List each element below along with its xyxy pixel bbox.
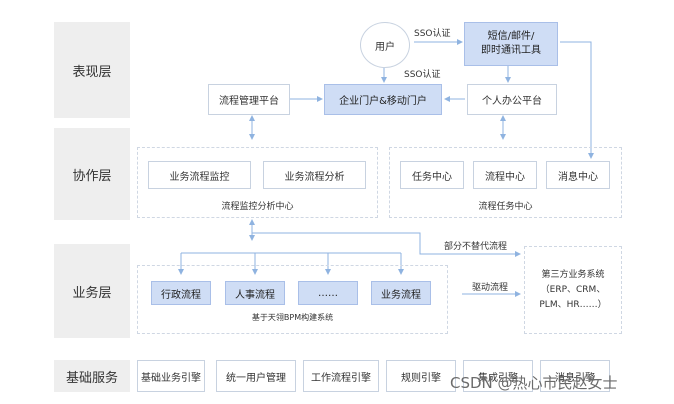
personal-office-box: 个人办公平台 xyxy=(467,84,557,115)
foundation-item-1: 统一用户管理 xyxy=(216,360,296,392)
drive-label: 驱动流程 xyxy=(472,283,509,293)
arrow-messaging-to-message-center xyxy=(560,41,594,159)
foundation-item-2: 工作流程引擎 xyxy=(303,360,379,392)
task-center-panel xyxy=(389,147,622,218)
monitor-center-panel xyxy=(137,147,378,218)
layer-business: 业务层 xyxy=(54,244,130,338)
layer-foundation: 基础服务 xyxy=(54,360,130,392)
task-item-0: 任务中心 xyxy=(400,161,464,189)
arrow-partial-to-third-party xyxy=(252,232,521,257)
third-party-text: 第三方业务系统 （ERP、CRM、 PLM、HR……） xyxy=(539,270,607,310)
process-item-2: …… xyxy=(298,281,358,305)
bpm-caption: 基于天翎BPM构建系统 xyxy=(251,313,334,322)
task-item-2: 消息中心 xyxy=(546,161,610,189)
csdn-watermark: CSDN @热心市民赵女士 xyxy=(450,374,618,392)
process-item-1: 人事流程 xyxy=(225,281,285,305)
foundation-item-3: 规则引擎 xyxy=(386,360,456,392)
monitor-item-0: 业务流程监控 xyxy=(148,161,251,189)
user-node: 用户 xyxy=(360,22,410,68)
monitor-item-1: 业务流程分析 xyxy=(263,161,366,189)
messaging-tools-box: 短信/邮件/ 即时通讯工具 xyxy=(464,22,558,66)
monitor-center-caption: 流程监控分析中心 xyxy=(221,202,294,212)
layer-presentation: 表现层 xyxy=(54,22,130,118)
foundation-item-0: 基础业务引擎 xyxy=(137,360,205,392)
task-center-caption: 流程任务中心 xyxy=(478,202,533,212)
process-platform-box: 流程管理平台 xyxy=(208,84,290,115)
process-item-0: 行政流程 xyxy=(151,281,211,305)
partial-label: 部分不替代流程 xyxy=(444,242,508,252)
third-party-panel xyxy=(524,246,622,334)
process-item-3: 业务流程 xyxy=(371,281,431,305)
portal-box: 企业门户&移动门户 xyxy=(324,84,442,115)
foundation-item-4: 集成引擎 xyxy=(463,360,533,392)
foundation-item-5: 消息引擎 xyxy=(540,360,610,392)
layer-collaboration: 协作层 xyxy=(54,128,130,220)
bpm-panel xyxy=(137,265,448,334)
sso-label-mid: SSO认证 xyxy=(404,70,441,80)
sso-label-top: SSO认证 xyxy=(414,29,451,39)
task-item-1: 流程中心 xyxy=(473,161,537,189)
